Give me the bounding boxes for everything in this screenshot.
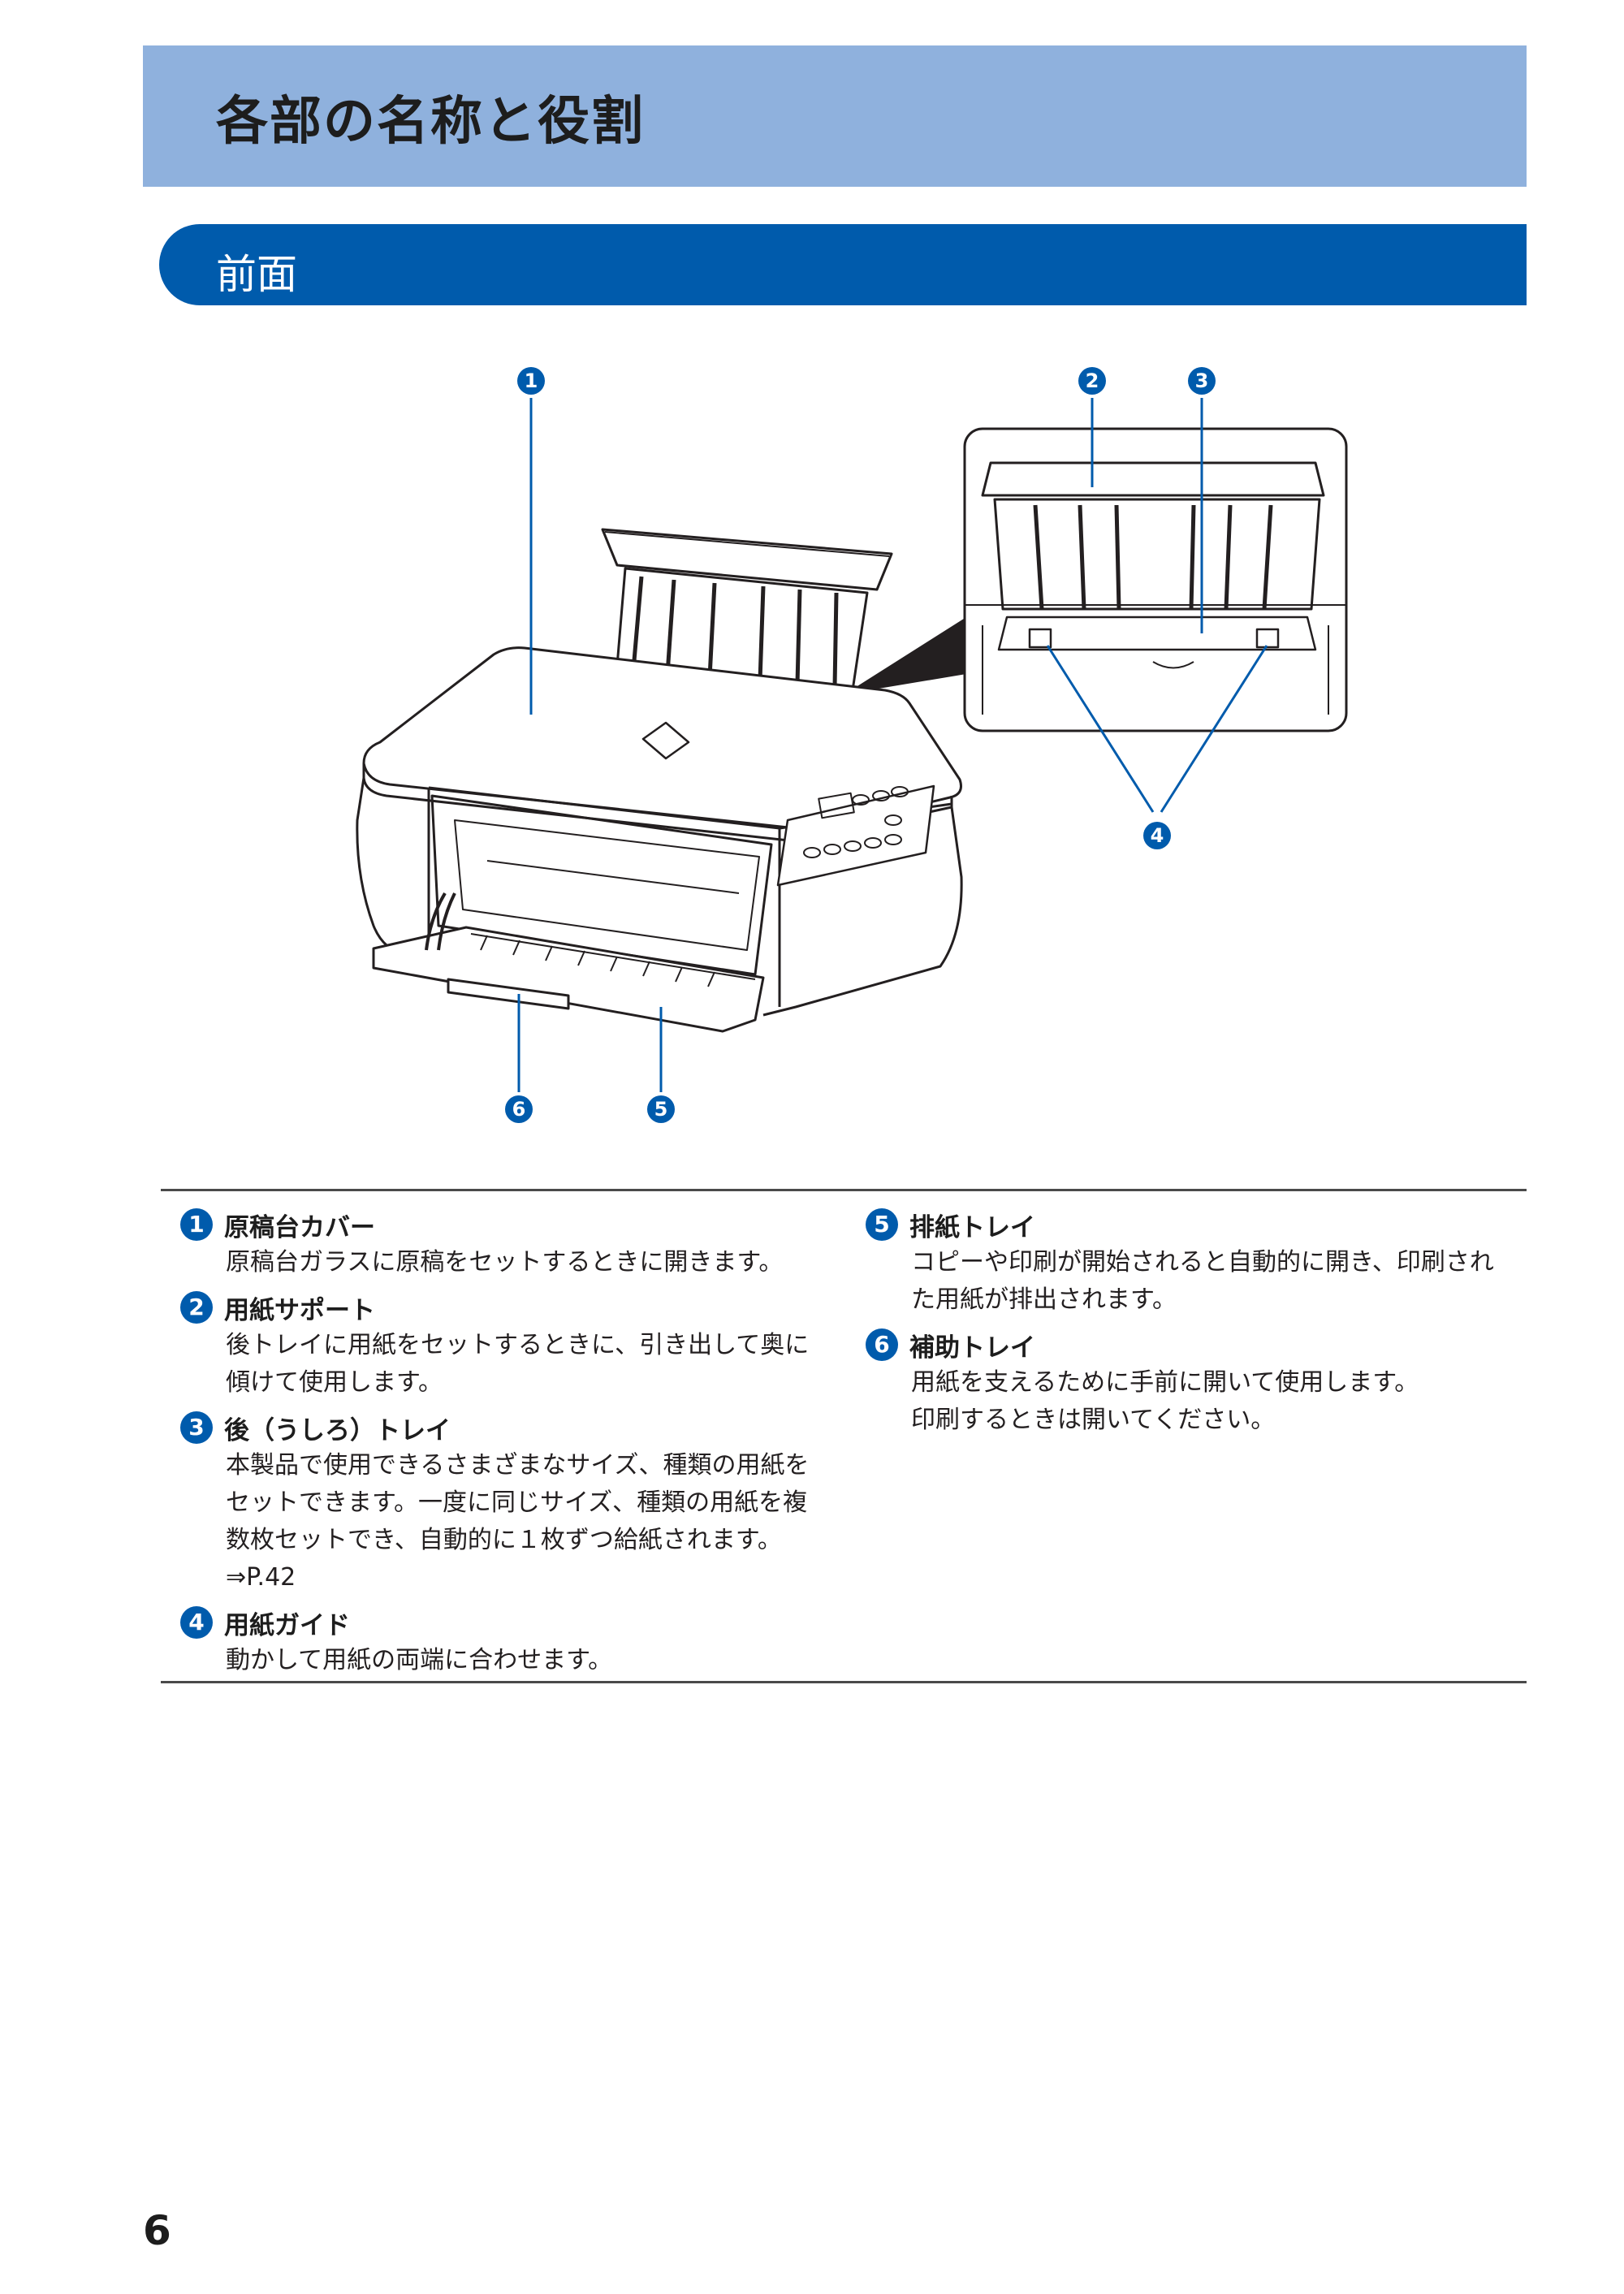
part-description-line: 傾けて使用します。 bbox=[226, 1368, 443, 1397]
part-description-line: セットできます。一度に同じサイズ、種類の用紙を複 bbox=[226, 1488, 808, 1517]
part-item: 2 用紙サポート 後トレイに用紙をセットするときに、引き出して奥に 傾けて使用し… bbox=[180, 1288, 846, 1402]
page-title-band: 各部の名称と役割 bbox=[143, 45, 1527, 187]
part-name: 排紙トレイ bbox=[909, 1212, 1035, 1242]
part-description-line: 原稿台ガラスに原稿をセットするときに開きます。 bbox=[226, 1248, 784, 1277]
part-description-line: た用紙が排出されます。 bbox=[911, 1285, 1177, 1314]
callout-5: 5 bbox=[647, 1095, 675, 1123]
part-item: 4 用紙ガイド 動かして用紙の両端に合わせます。 bbox=[180, 1603, 846, 1679]
part-description-line: 動かして用紙の両端に合わせます。 bbox=[226, 1646, 613, 1674]
part-number: 6 bbox=[866, 1328, 898, 1361]
part-description-line: 後トレイに用紙をセットするときに、引き出して奥に bbox=[226, 1331, 810, 1359]
callout-2: 2 bbox=[1078, 367, 1106, 395]
part-item: 6 補助トレイ 用紙を支えるために手前に開いて使用します。 印刷するときは開いて… bbox=[866, 1325, 1531, 1439]
part-number: 2 bbox=[180, 1291, 213, 1324]
section-title-band: 前面 bbox=[159, 224, 1527, 305]
part-name: 原稿台カバー bbox=[224, 1212, 375, 1242]
part-description-line: コピーや印刷が開始されると自動的に開き、印刷され bbox=[911, 1248, 1494, 1277]
callout-1: 1 bbox=[517, 367, 545, 395]
bottom-divider bbox=[161, 1681, 1527, 1683]
part-number: 5 bbox=[866, 1208, 898, 1241]
section-title: 前面 bbox=[216, 251, 297, 298]
part-description: 後トレイに用紙をセットするときに、引き出して奥に 傾けて使用します。 bbox=[226, 1327, 846, 1402]
part-number: 1 bbox=[180, 1208, 213, 1241]
page-reference-link[interactable]: ⇒P.42 bbox=[226, 1563, 296, 1592]
part-description-line: 印刷するときは開いてください。 bbox=[911, 1406, 1276, 1434]
part-description: 本製品で使用できるさまざまなサイズ、種類の用紙を セットできます。一度に同じサイ… bbox=[226, 1447, 846, 1596]
part-description-line: 数枚セットでき、自動的に１枚ずつ給紙されます。 bbox=[226, 1526, 782, 1554]
printer-front-illustration bbox=[356, 398, 1348, 1092]
part-description: 用紙を支えるために手前に開いて使用します。 印刷するときは開いてください。 bbox=[911, 1364, 1531, 1439]
callout-6: 6 bbox=[505, 1095, 533, 1123]
part-description-line: 本製品で使用できるさまざまなサイズ、種類の用紙を bbox=[226, 1451, 810, 1480]
page-title: 各部の名称と役割 bbox=[216, 92, 645, 152]
page-number: 6 bbox=[143, 2207, 171, 2254]
part-description: 原稿台ガラスに原稿をセットするときに開きます。 bbox=[226, 1244, 846, 1281]
part-description: 動かして用紙の両端に合わせます。 bbox=[226, 1642, 846, 1679]
part-item: 5 排紙トレイ コピーや印刷が開始されると自動的に開き、印刷され た用紙が排出さ… bbox=[866, 1205, 1531, 1319]
part-description: コピーや印刷が開始されると自動的に開き、印刷され た用紙が排出されます。 bbox=[911, 1244, 1531, 1319]
top-divider bbox=[161, 1189, 1527, 1191]
part-item: 1 原稿台カバー 原稿台ガラスに原稿をセットするときに開きます。 bbox=[180, 1205, 846, 1281]
callout-3: 3 bbox=[1188, 367, 1216, 395]
part-name: 後（うしろ）トレイ bbox=[224, 1415, 451, 1445]
callout-4: 4 bbox=[1143, 822, 1171, 849]
parts-list-left: 1 原稿台カバー 原稿台ガラスに原稿をセットするときに開きます。 2 用紙サポー… bbox=[180, 1205, 846, 1686]
part-name: 用紙サポート bbox=[224, 1295, 375, 1325]
part-name: 用紙ガイド bbox=[224, 1610, 350, 1640]
part-number: 4 bbox=[180, 1606, 213, 1639]
part-item: 3 後（うしろ）トレイ 本製品で使用できるさまざまなサイズ、種類の用紙を セット… bbox=[180, 1408, 846, 1596]
parts-list-right: 5 排紙トレイ コピーや印刷が開始されると自動的に開き、印刷され た用紙が排出さ… bbox=[866, 1205, 1531, 1445]
part-description-line: 用紙を支えるために手前に開いて使用します。 bbox=[911, 1368, 1419, 1397]
part-name: 補助トレイ bbox=[909, 1333, 1035, 1363]
part-number: 3 bbox=[180, 1411, 213, 1444]
